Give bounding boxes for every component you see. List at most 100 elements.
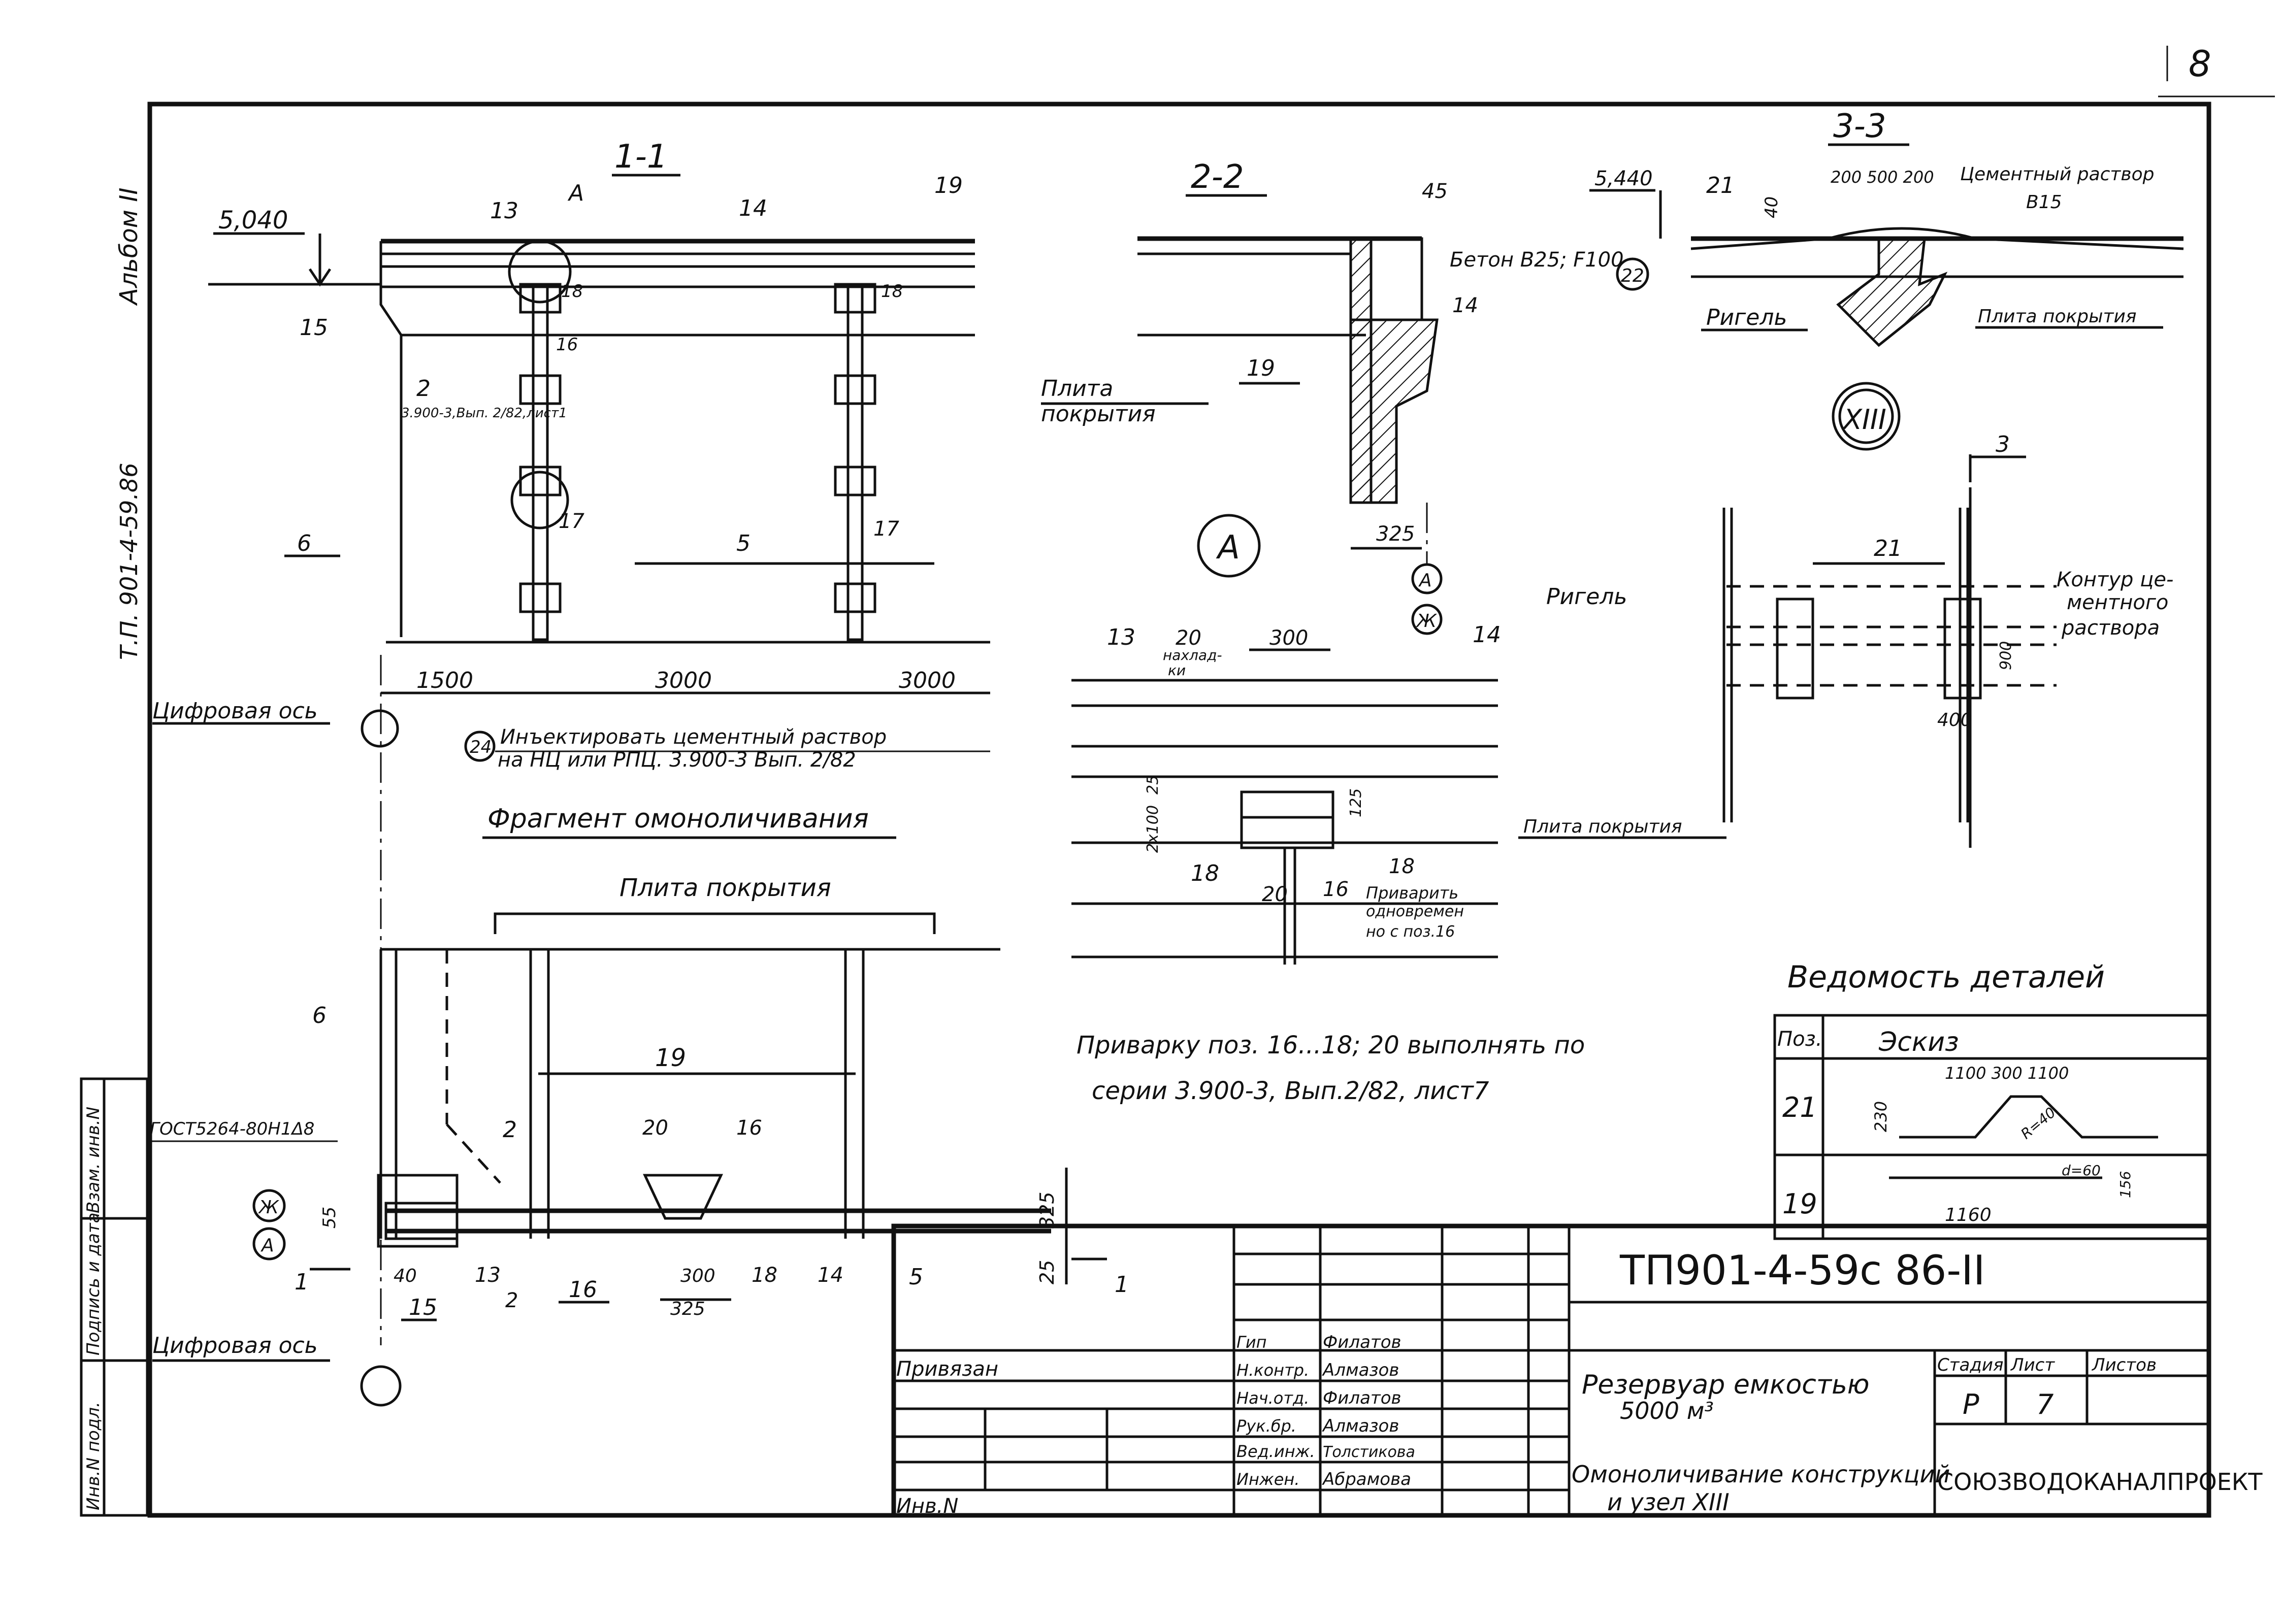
sheet-value: 7	[2036, 1388, 2053, 1420]
slab-label-1: Плита	[1041, 376, 1113, 402]
table-row-1-pos: 21	[1782, 1091, 1817, 1123]
pos-16: 16	[556, 335, 578, 355]
fragment-pos-18: 18	[752, 1264, 777, 1287]
fragment-dim-40: 40	[394, 1266, 417, 1286]
fragment-axis-label: Цифровая ось	[152, 1333, 318, 1358]
org-name: СОЮЗВОДОКАНАЛПРОЕКТ	[1937, 1468, 2263, 1496]
title-block: ТП901-4-59с 86-II Привязан Инв.N Гип Н.к…	[891, 1223, 2263, 1518]
contour-3: раствора	[2061, 616, 2160, 640]
dim-125: 125	[1347, 788, 1365, 817]
mortar-label-1: Цементный раствор	[1960, 164, 2154, 185]
pos-17b: 17	[873, 517, 899, 541]
pos-14-a: 14	[1473, 622, 1501, 648]
role-2: Нач.отд.	[1236, 1388, 1309, 1408]
role-5: Инжен.	[1236, 1470, 1299, 1489]
table-row-2-pos: 19	[1782, 1188, 1817, 1220]
dim-2x100: 2х100	[1144, 805, 1162, 853]
pos-5: 5	[736, 531, 751, 556]
pos-2: 2	[416, 376, 431, 402]
dim-20-a: 20	[1176, 626, 1201, 650]
node-xiii-plan: 3 21 Ригель Контур це- ментного раствора…	[1518, 432, 2173, 848]
weld-note-1: Приварку поз. 16...18; 20 выполнять по	[1077, 1031, 1585, 1059]
table-row-1-left: 230	[1871, 1101, 1890, 1132]
fragment-slab-label: Плита покрытия	[620, 874, 831, 902]
pos-13-a: 13	[1107, 624, 1135, 650]
weld-note-a1: Приварить	[1366, 883, 1458, 903]
dim-1500: 1500	[416, 668, 473, 693]
sheet-header: Лист	[2010, 1355, 2055, 1375]
sheet-title-1: Омоноличивание конструкций	[1572, 1461, 1950, 1488]
stamp-inv-label: Инв.N подл.	[83, 1402, 104, 1510]
fragment-dim-325: 325	[1036, 1191, 1058, 1229]
pos-24: 24	[470, 737, 492, 757]
name-5: Абрамова	[1322, 1469, 1411, 1489]
slab-label-2: покрытия	[1041, 401, 1156, 427]
elevation-3-3: 5,440	[1594, 167, 1653, 190]
object-name-1: Резервуар емкостью	[1582, 1370, 1870, 1400]
fragment-mark-2b: 2	[505, 1289, 518, 1312]
axis-a-2: А	[1418, 570, 1432, 591]
left-stamp: Инв.N подл. Подпись и дата Взам. инв.N	[80, 1077, 149, 1517]
role-4: Вед.инж.	[1236, 1442, 1315, 1461]
slab-label-plan: Плита покрытия	[1523, 816, 1682, 837]
dim-40-3: 40	[1762, 196, 1782, 218]
dim-3000a: 3000	[655, 668, 712, 693]
section-3-3-title: 3-3	[1833, 108, 1886, 145]
fragment-dim-25: 25	[1036, 1260, 1058, 1284]
dim-325-2: 325	[1376, 522, 1415, 546]
details-table: Ведомость деталей Поз. Эскиз 21 1100 300…	[1773, 959, 2210, 1240]
details-title: Ведомость деталей	[1787, 959, 2105, 995]
contour-2: ментного	[2067, 591, 2168, 614]
fragment-dim-55: 55	[319, 1207, 340, 1229]
contour-1: Контур це-	[2057, 568, 2173, 591]
dim-400: 400	[1937, 710, 1972, 731]
table-row-2-d: d=60	[2062, 1162, 2101, 1179]
section-1-1-title: 1-1	[614, 138, 668, 176]
node-a-detail: 13 20 нахлад- ки 300 14 2х100 25 125 18 …	[1071, 622, 1501, 965]
pos-18-a2: 18	[1389, 855, 1415, 878]
fragment-pos-19: 19	[655, 1044, 686, 1072]
pos-18a: 18	[561, 281, 583, 302]
table-row-2-side: 156	[2117, 1171, 2134, 1198]
pos-17a: 17	[559, 510, 584, 533]
pos-19-2: 19	[1247, 355, 1275, 381]
fragment-pos-15: 15	[409, 1295, 437, 1320]
section-2-2-title: 2-2	[1191, 158, 1244, 196]
fragment-pos-13: 13	[475, 1264, 501, 1287]
pos-13: 13	[490, 198, 518, 224]
role-1: Н.контр.	[1236, 1361, 1309, 1380]
stamp-replace-label: Взам. инв.N	[83, 1107, 104, 1213]
stage-value: Р	[1963, 1388, 1979, 1420]
fragment-title: Фрагмент омоноличивания	[487, 804, 869, 834]
beam-label-plan: Ригель	[1546, 584, 1627, 610]
axis-zh-2: Ж	[1416, 611, 1438, 632]
fragment-plan: Плита покрытия 6 19 2 20 16 ГОСТ5264-80Н…	[150, 874, 1129, 1407]
stage-header: Стадия	[1937, 1355, 2003, 1375]
inject-note-2: на НЦ или РПЦ. 3.900-3 Вып. 2/82	[498, 748, 856, 772]
table-row-1-dims: 1100 300 1100	[1945, 1064, 2069, 1083]
inject-note-1: Инъектировать цементный раствор	[500, 725, 887, 749]
overlap-1: нахлад-	[1163, 647, 1222, 664]
overlap-2: ки	[1168, 662, 1186, 679]
node-a-circle: A	[1216, 529, 1240, 567]
dim-25-a: 25	[1144, 775, 1162, 794]
fragment-mark-1b: 1	[1115, 1272, 1129, 1298]
fragment-dim-325b: 325	[670, 1299, 705, 1319]
fragment-pos-6: 6	[312, 1003, 327, 1029]
dim-300-a: 300	[1269, 626, 1308, 650]
fragment-mark-2: 2	[503, 1117, 517, 1143]
dim-3000b: 3000	[899, 668, 956, 693]
sheets-header: Листов	[2091, 1355, 2157, 1375]
pos-14: 14	[739, 195, 767, 221]
fragment-pos-14: 14	[818, 1264, 843, 1287]
title-bound: Привязан	[896, 1357, 998, 1381]
title-code: ТП901-4-59с 86-II	[1619, 1247, 1985, 1294]
stamp-sign-label: Подпись и дата	[83, 1212, 104, 1355]
weld-note-a2: одновремен	[1366, 903, 1464, 920]
sheet-number: 8	[2189, 43, 2211, 85]
node-xiii-mark: XIII	[1842, 404, 1886, 436]
pos-21-3: 21	[1706, 173, 1735, 198]
fragment-pos-20: 20	[642, 1116, 668, 1140]
pos-22: 22	[1621, 266, 1644, 286]
name-0: Филатов	[1323, 1332, 1401, 1352]
